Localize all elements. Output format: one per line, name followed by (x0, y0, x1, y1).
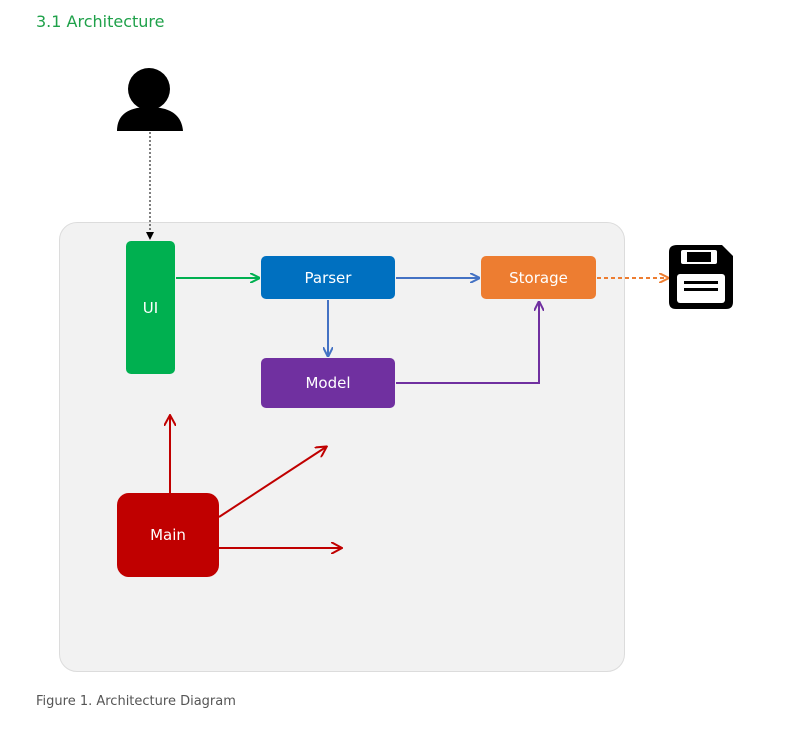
main-label: Main (150, 526, 186, 544)
figure-caption: Figure 1. Architecture Diagram (36, 694, 236, 709)
parser-label: Parser (304, 268, 352, 287)
storage-label: Storage (509, 268, 568, 287)
main-component: Main (117, 493, 219, 577)
model-to-storage-arrow (396, 302, 539, 384)
main-diagonal-arrow (218, 447, 326, 518)
user-silhouette-icon (117, 68, 183, 131)
model-component: Model (261, 358, 395, 408)
ui-component: UI (126, 241, 175, 374)
model-label: Model (305, 374, 351, 392)
storage-component: Storage (481, 256, 596, 299)
ui-label: UI (142, 298, 159, 317)
floppy-disk-icon (669, 245, 733, 309)
parser-component: Parser (261, 256, 395, 299)
section-title: 3.1 Architecture (36, 12, 165, 31)
